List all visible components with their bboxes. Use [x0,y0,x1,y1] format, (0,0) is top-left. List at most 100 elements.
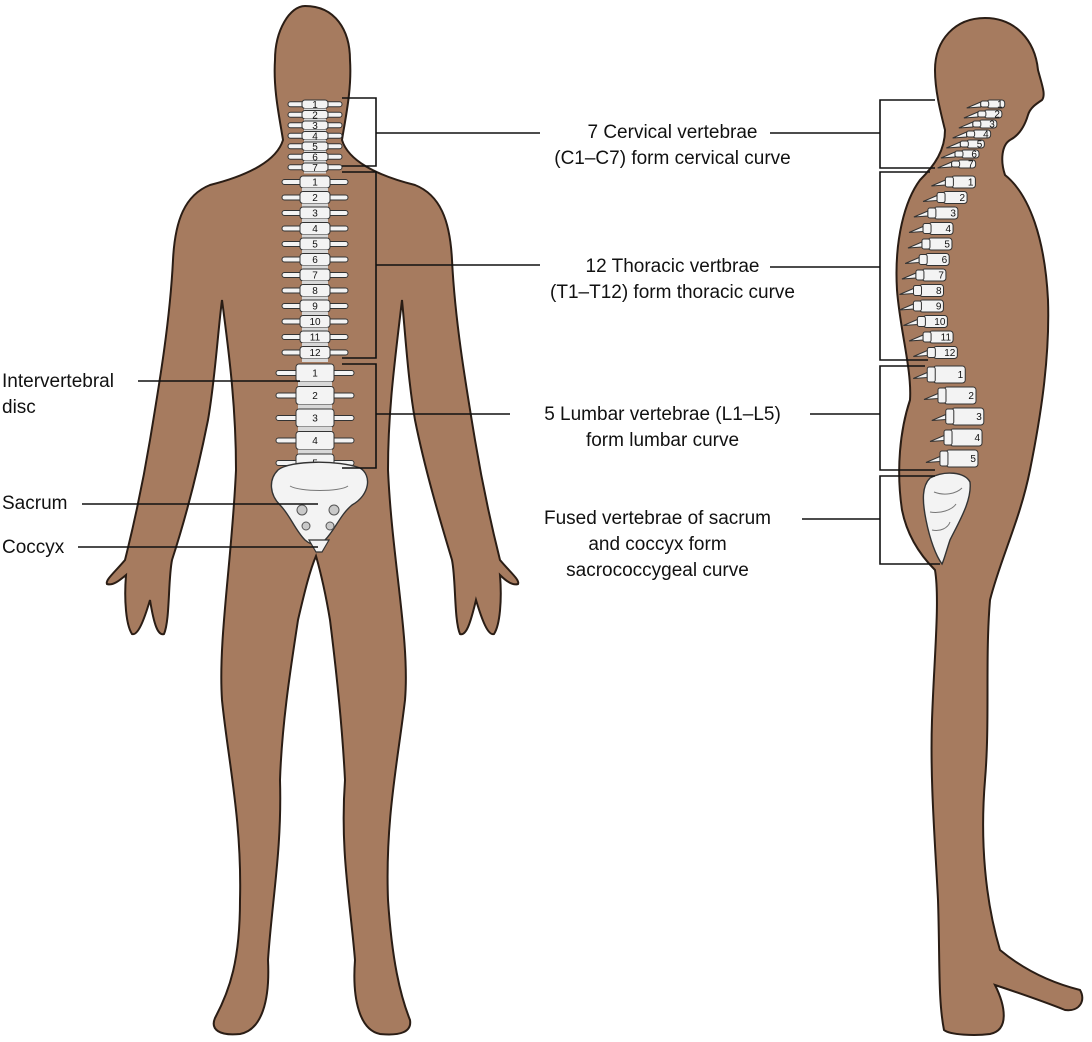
intervertebral-disc [302,358,328,362]
vertebra-number: 6 [942,255,948,266]
lateral-sacrum [922,472,971,566]
intervertebral-disc [302,188,328,192]
vertebra-number: 12 [944,348,956,359]
vertebra-lumbar-1-posterior: 1 [275,363,355,387]
intervertebral-disc [304,161,326,163]
vertebra-cervical-2-lateral: 2 [963,109,1003,121]
vertebra-number: 11 [941,333,952,344]
vertebra-number: 4 [983,130,989,141]
vertebra-cervical-5-posterior: 5 [287,141,343,153]
vertebra-thoracic-1-lateral: 1 [931,175,976,189]
intervertebral-disc [302,219,328,223]
vertebra-number: 2 [312,110,318,121]
vertebra-lumbar-5-lateral: 5 [925,449,979,468]
vertebra-thoracic-6-lateral: 6 [904,253,950,266]
vertebra-thoracic-9-lateral: 9 [899,299,944,313]
vertebra-number: 7 [968,160,974,171]
posterior-coccyx [307,539,331,553]
intervertebral-disc [302,343,328,347]
vertebra-number: 1 [968,178,974,189]
vertebra-number: 3 [312,121,318,132]
vertebra-thoracic-5-lateral: 5 [907,237,953,251]
vertebra-number: 3 [950,209,956,220]
vertebra-cervical-1-posterior: 1 [287,99,343,111]
label-lumbar-line2: form lumbar curve [585,430,740,451]
label-sacrococcygeal: Fused vertebrae of sacrum and coccyx for… [515,506,800,584]
vertebra-thoracic-8-posterior: 8 [281,284,349,300]
vertebra-lumbar-2-lateral: 2 [923,386,977,405]
label-thoracic-line1: 12 Thoracic vertbrae [585,256,760,277]
vertebra-number: 1 [312,178,318,189]
bracket-cervical-side [879,99,935,169]
vertebra-cervical-7-posterior: 7 [287,162,343,174]
vertebra-thoracic-4-posterior: 4 [281,222,349,238]
vertebra-number: 2 [312,193,318,204]
vertebra-lumbar-3-posterior: 3 [275,408,355,432]
label-lumbar-line1: 5 Lumbar vertebrae (L1–L5) [544,404,781,425]
vertebra-thoracic-3-posterior: 3 [281,206,349,223]
intervertebral-disc [304,108,326,111]
leader-lines [78,97,940,565]
intervertebral-disc [298,382,332,387]
vertebra-thoracic-12-lateral: 12 [913,346,958,359]
label-intervertebral-line2: disc [2,397,36,418]
label-thoracic: 12 Thoracic vertbrae (T1–T12) form thora… [545,254,800,306]
vertebra-number: 5 [312,240,318,251]
bracket-lumbar-side [879,365,935,471]
vertebra-number: 2 [968,391,974,402]
intervertebral-disc [302,312,328,316]
vertebra-cervical-6-posterior: 6 [287,152,343,163]
vertebra-number: 3 [312,414,318,425]
vertebra-number: 4 [312,436,318,447]
intervertebral-disc [302,203,328,207]
vertebra-cervical-7-lateral: 7 [937,159,977,171]
intervertebral-disc [298,427,332,432]
intervertebral-disc [304,129,326,132]
vertebra-thoracic-11-posterior: 11 [281,330,349,347]
label-cervical: 7 Cervical vertebrae (C1–C7) form cervic… [545,120,800,172]
vertebra-number: 1 [997,100,1003,111]
vertebra-thoracic-10-lateral: 10 [903,315,948,328]
vertebra-number: 8 [312,286,318,297]
vertebra-thoracic-12-posterior: 12 [281,346,349,362]
intervertebral-disc [302,234,328,238]
lateral-body-silhouette [895,16,1084,1036]
vertebra-number: 4 [312,224,318,235]
intervertebral-disc [304,150,326,153]
vertebra-number: 5 [312,142,318,153]
bracket-sacrococcygeal-side [879,475,940,565]
intervertebral-disc [304,171,326,174]
vertebra-number: 10 [309,317,321,328]
bracket-lumbar-front [342,363,377,469]
intervertebral-disc [304,140,326,142]
vertebra-number: 11 [310,333,321,344]
vertebra-thoracic-9-posterior: 9 [281,299,349,316]
vertebra-cervical-1-lateral: 1 [966,99,1006,111]
vertebra-number: 2 [959,193,965,204]
intervertebral-disc [298,404,332,409]
vertebra-number: 3 [312,209,318,220]
vertebra-thoracic-7-posterior: 7 [281,268,349,285]
vertebra-number: 5 [970,454,976,465]
vertebra-lumbar-4-lateral: 4 [929,428,983,447]
vertebra-thoracic-7-lateral: 7 [901,268,947,282]
label-lumbar: 5 Lumbar vertebrae (L1–L5) form lumbar c… [515,402,810,454]
label-sacrococcygeal-line2: and coccyx form [588,534,727,555]
vertebra-cervical-6-lateral: 6 [940,149,980,161]
vertebra-number: 1 [312,369,318,380]
label-intervertebral-line1: Intervertebral [2,371,114,392]
vertebra-number: 1 [312,100,318,111]
vertebra-number: 9 [312,302,318,313]
bracket-cervical-front [342,97,377,167]
vertebra-number: 8 [936,286,942,297]
vertebra-thoracic-3-lateral: 3 [913,206,959,220]
intervertebral-disc [302,265,328,269]
vertebra-thoracic-2-posterior: 2 [281,191,349,207]
vertebra-number: 10 [934,317,946,328]
label-intervertebral-disc: Intervertebral disc [2,369,114,421]
vertebra-number: 4 [974,433,980,444]
label-cervical-line2: (C1–C7) form cervical curve [554,148,791,169]
posterior-sacrum [270,461,369,546]
